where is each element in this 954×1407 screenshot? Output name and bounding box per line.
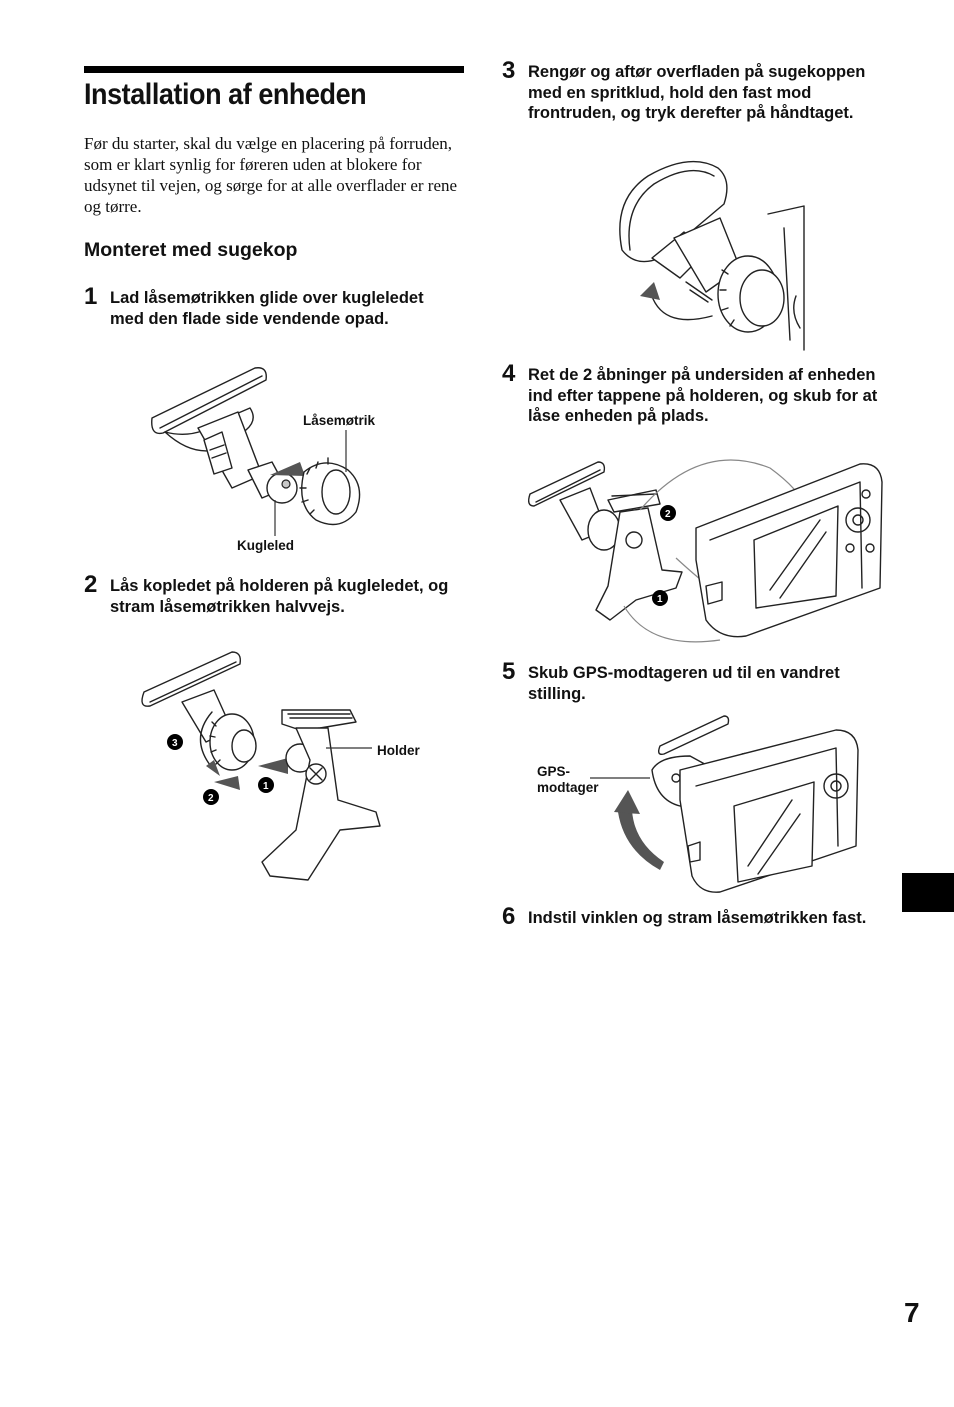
label-holder: Holder: [377, 743, 420, 758]
step-4-number: 4: [502, 360, 516, 387]
holder-2: [261, 709, 381, 881]
step-2-text: Lås kopledet på holderen på kugleledet, …: [110, 577, 449, 616]
step-2-number: 2: [84, 571, 98, 598]
step-3-text: Rengør og aftør overfladen på sugekoppen…: [528, 63, 866, 122]
arrow-1: [270, 462, 305, 476]
callout-2-fig2: 2: [208, 793, 214, 804]
device-5: [679, 729, 859, 893]
lock-nut-2: [209, 713, 257, 771]
label-ball-joint: Kugleled: [237, 538, 295, 553]
step-5-text: Skub GPS-modtageren ud til en vandret st…: [528, 664, 840, 703]
label-lock-nut: Låsemøtrik: [303, 413, 376, 428]
callout-1-fig2: 1: [263, 781, 269, 792]
ball-joint-1: [247, 461, 298, 504]
step-3-number: 3: [502, 57, 516, 84]
arrow-2a: [258, 758, 288, 774]
step-6-number: 6: [502, 903, 516, 930]
section-tab: [902, 873, 954, 912]
suction-cup-5: [657, 715, 730, 756]
callout-3-fig2: 3: [172, 738, 178, 749]
step-5-number: 5: [502, 658, 516, 685]
title-rule: [84, 66, 464, 73]
arrow-5: [618, 810, 664, 870]
page-number: 7: [904, 1297, 920, 1328]
callout-1-fig4: 1: [657, 594, 663, 605]
lock-nut-3: [717, 255, 785, 333]
device-4: [695, 463, 883, 638]
section-subheading: Monteret med sugekop: [84, 239, 298, 261]
lock-nut-1: [299, 457, 361, 526]
step-1-number: 1: [84, 283, 98, 310]
arrow-2b: [214, 776, 240, 790]
label-gps-line1: GPS-: [537, 764, 571, 779]
step-1-text: Lad låsemøtrikken glide over kugleledet …: [110, 289, 424, 328]
suction-cup-1: [151, 367, 267, 489]
callout-2-fig4: 2: [665, 509, 671, 520]
intro-paragraph: Før du starter, skal du vælge en placeri…: [84, 134, 458, 216]
page-title: Installation af enheden: [84, 78, 367, 111]
label-gps-line2: modtager: [537, 780, 599, 795]
step-6-text: Indstil vinklen og stram låsemøtrikken f…: [528, 909, 867, 927]
step-4-text: Ret de 2 åbninger på undersiden af enhed…: [528, 366, 878, 425]
